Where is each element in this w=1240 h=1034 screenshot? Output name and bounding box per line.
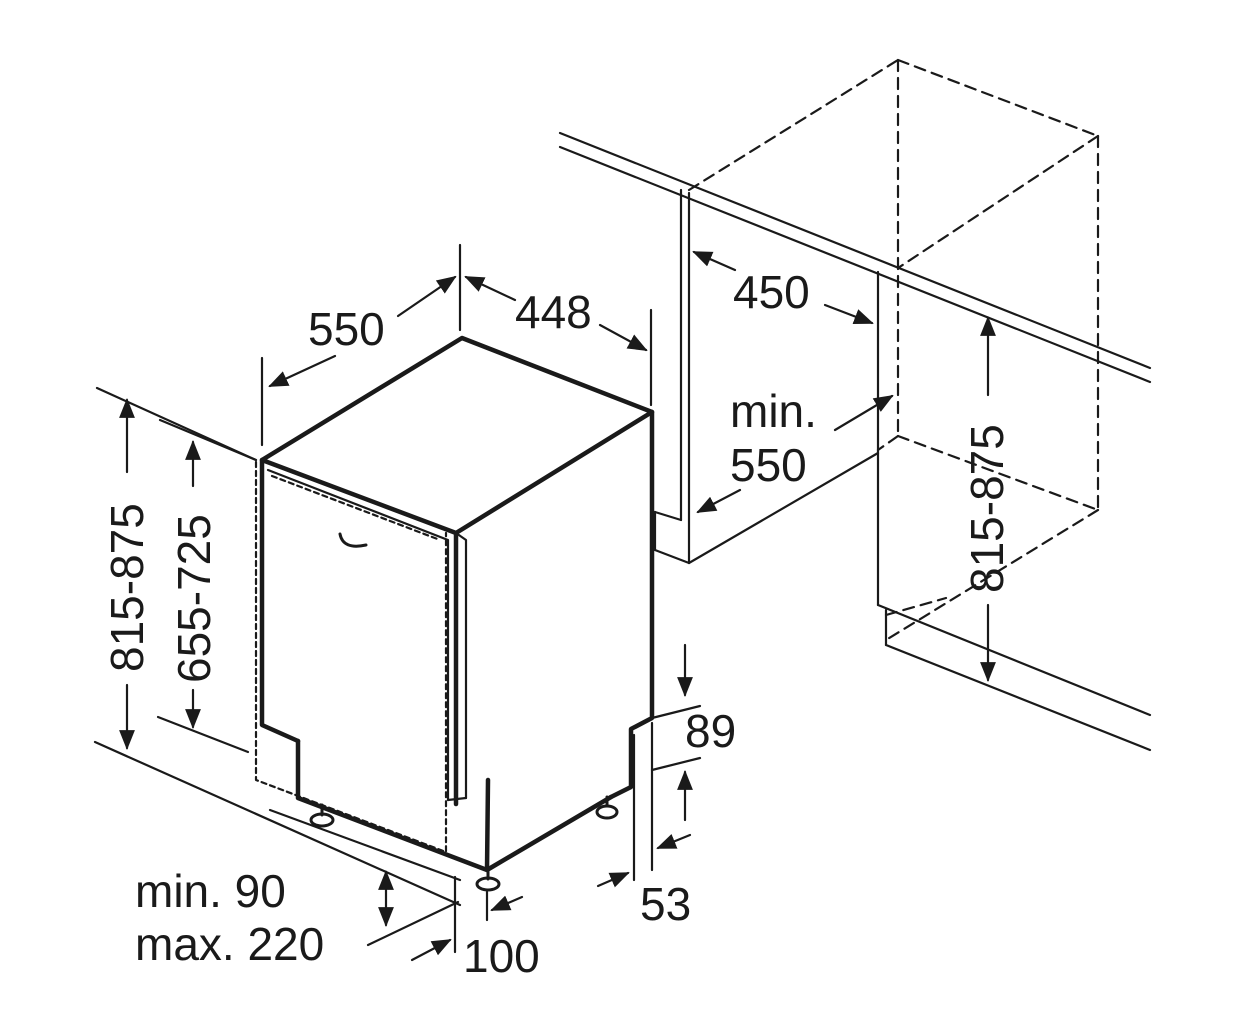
label-depth: 550 xyxy=(308,303,385,355)
label-niche-depth-line1: min. xyxy=(730,385,817,437)
label-plinth-range-max: max. 220 xyxy=(135,918,324,970)
label-plinth-height: 89 xyxy=(685,705,736,757)
niche-cabinets xyxy=(558,58,1152,752)
label-plinth-range-min: min. 90 xyxy=(135,865,286,917)
label-niche-depth-line2: 550 xyxy=(730,439,807,491)
label-width: 448 xyxy=(515,286,592,338)
dimension-labels: 550 448 450 min. 550 815-875 815-875 655… xyxy=(101,266,1013,982)
reference-lines xyxy=(93,243,654,954)
label-plinth-depth: 53 xyxy=(640,878,691,930)
label-appliance-height: 815-875 xyxy=(101,503,153,672)
label-foot-offset: 100 xyxy=(463,930,540,982)
label-niche-height: 815-875 xyxy=(961,424,1013,593)
label-niche-width: 450 xyxy=(733,266,810,318)
dishwasher-body xyxy=(254,335,655,892)
feet xyxy=(309,795,619,892)
door-handle xyxy=(338,532,368,548)
label-door-height: 655-725 xyxy=(168,514,220,683)
dimension-arrows xyxy=(119,250,996,962)
